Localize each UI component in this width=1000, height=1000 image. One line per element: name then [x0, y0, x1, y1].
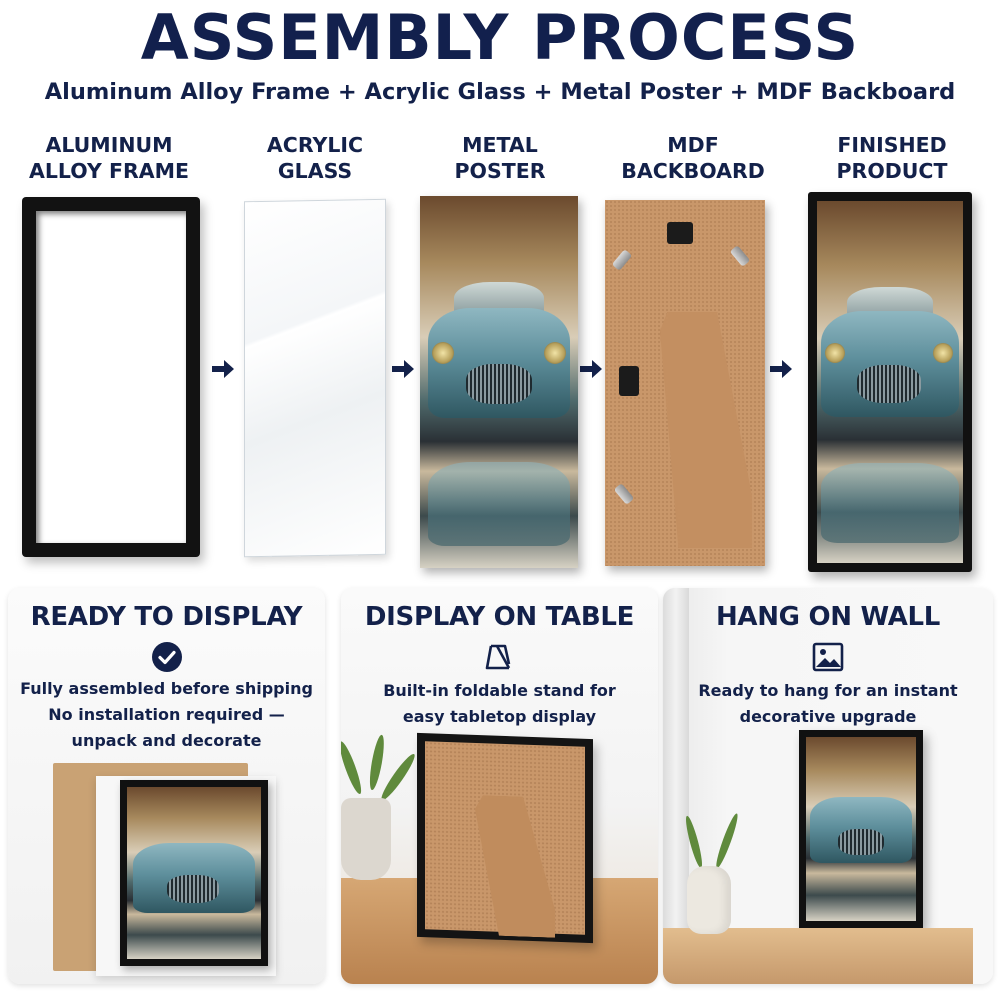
- arrow-right-icon: [580, 360, 602, 378]
- framed-poster-image: [120, 780, 268, 966]
- arrow-right-icon: [392, 360, 414, 378]
- display-on-table-card: DISPLAY ON TABLE Built-in foldable stand…: [341, 588, 658, 984]
- metal-poster-image: [420, 196, 578, 568]
- wall-mounted-poster-image: [799, 730, 923, 928]
- step-label-backboard: MDF BACKBOARD: [598, 132, 788, 184]
- arrow-right-icon: [770, 360, 792, 378]
- step-label-line: POSTER: [454, 159, 546, 183]
- mdf-backboard-image: [605, 200, 765, 566]
- card-title: HANG ON WALL: [715, 602, 941, 632]
- picture-icon: [812, 642, 844, 672]
- easel-stand-icon: [485, 644, 510, 670]
- frame-back-with-stand-image: [417, 732, 593, 944]
- step-label-line: ALUMINUM: [45, 133, 173, 157]
- card-text: Built-in foldable stand for: [383, 681, 616, 700]
- step-label-glass: ACRYLIC GLASS: [220, 132, 410, 184]
- step-label-line: BACKBOARD: [621, 159, 765, 183]
- card-title: READY TO DISPLAY: [30, 602, 303, 632]
- ready-to-display-card: READY TO DISPLAY Fully assembled before …: [8, 588, 325, 984]
- sideboard-image: [663, 928, 973, 984]
- page-title: ASSEMBLY PROCESS: [140, 1, 860, 74]
- step-label-poster: METAL POSTER: [405, 132, 595, 184]
- card-title: DISPLAY ON TABLE: [364, 602, 635, 632]
- card-text: Ready to hang for an instant: [698, 681, 958, 700]
- page-subtitle: Aluminum Alloy Frame + Acrylic Glass + M…: [44, 79, 956, 105]
- plant-pot-image: [341, 798, 391, 880]
- acrylic-glass-image: [244, 198, 386, 558]
- arrow-right-icon: [212, 360, 234, 378]
- card-text: decorative upgrade: [739, 707, 917, 726]
- step-label-line: ACRYLIC: [266, 133, 364, 157]
- step-label-frame: ALUMINUM ALLOY FRAME: [14, 132, 204, 184]
- aluminum-frame-image: [22, 197, 200, 557]
- step-label-line: MDF: [667, 133, 719, 157]
- step-label-finished: FINISHED PRODUCT: [797, 132, 987, 184]
- hang-on-wall-card: HANG ON WALL Ready to hang for an instan…: [663, 588, 993, 984]
- check-circle-icon: [151, 642, 182, 672]
- step-label-line: ALLOY FRAME: [29, 159, 189, 183]
- step-label-line: FINISHED: [837, 133, 947, 157]
- card-text: unpack and decorate: [71, 731, 262, 750]
- finished-product-image: [808, 192, 972, 572]
- step-label-line: METAL: [462, 133, 538, 157]
- card-text: No installation required —: [48, 705, 285, 724]
- step-label-line: PRODUCT: [836, 159, 948, 183]
- card-text: easy tabletop display: [402, 707, 597, 726]
- vase-image: [687, 866, 731, 934]
- card-text: Fully assembled before shipping: [20, 679, 313, 698]
- step-label-line: GLASS: [277, 159, 353, 183]
